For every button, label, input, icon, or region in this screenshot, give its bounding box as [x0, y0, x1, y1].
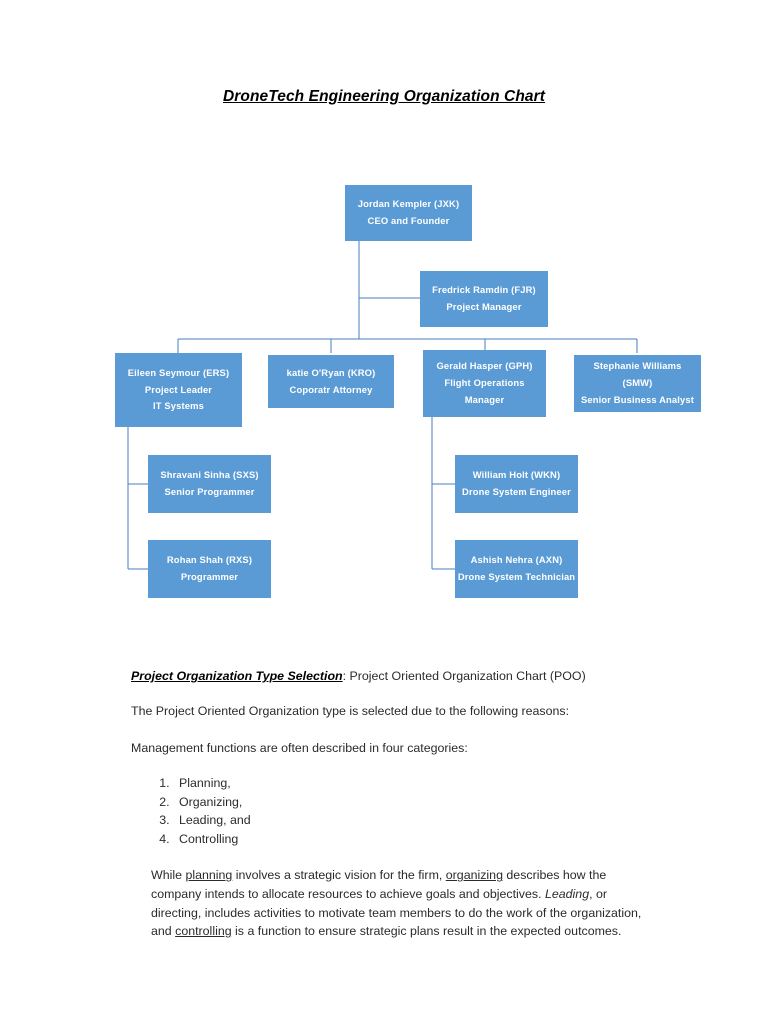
org-node-name: katie O'Ryan (KRO): [286, 366, 376, 378]
org-node-name: Gerald Hasper (GPH): [436, 360, 533, 372]
management-functions-description: While planning involves a strategic visi…: [131, 866, 651, 940]
org-node-name: Ashish Nehra (AXN): [470, 554, 563, 566]
org-node-name: Eileen Seymour (ERS): [127, 366, 230, 378]
org-node-title: Drone System Engineer: [462, 486, 571, 497]
org-node-name: Stephanie Williams: [593, 360, 682, 372]
organizing-term: organizing: [445, 868, 503, 883]
text-segment: While: [151, 868, 186, 883]
org-node-title: Programmer: [180, 571, 239, 582]
org-node-title: Flight Operations: [444, 377, 525, 389]
organization-type-selection-line: Project Organization Type Selection: Pro…: [131, 668, 651, 686]
org-node-business-analyst[interactable]: Stephanie Williams (SMW) Senior Business…: [574, 355, 701, 412]
org-node-name: Shravani Sinha (SXS): [160, 469, 259, 481]
controlling-term: controlling: [175, 924, 232, 939]
list-item: Planning,: [173, 775, 651, 793]
body-content: Project Organization Type Selection: Pro…: [131, 668, 651, 941]
text-segment: describes how the company intends to all…: [151, 868, 607, 901]
org-node-project-manager[interactable]: Fredrick Ramdin (FJR) Project Manager: [420, 271, 548, 327]
org-node-title: Project Manager: [446, 301, 522, 312]
text-segment: is a function to ensure strategic plans …: [231, 924, 622, 939]
management-functions-list: Planning, Organizing, Leading, and Contr…: [131, 775, 651, 848]
text-segment: , or directing, includes activities to m…: [151, 887, 642, 939]
org-node-title: Project Leader: [144, 383, 213, 395]
org-chart: Jordan Kempler (JXK) CEO and Founder Fre…: [115, 185, 701, 598]
list-item: Organizing,: [173, 794, 651, 812]
org-node-programmer[interactable]: Rohan Shah (RXS) Programmer: [148, 540, 271, 598]
org-node-name: Fredrick Ramdin (FJR): [432, 284, 536, 296]
org-node-senior-programmer[interactable]: Shravani Sinha (SXS) Senior Programmer: [148, 455, 271, 513]
org-node-project-leader[interactable]: Eileen Seymour (ERS) Project Leader IT S…: [115, 353, 242, 427]
list-item: Controlling: [173, 831, 651, 849]
text-segment: involves a strategic vision for the firm…: [232, 868, 446, 883]
categories-intro-paragraph: Management functions are often described…: [131, 740, 468, 755]
org-node-title: Senior Programmer: [164, 486, 255, 497]
org-node-attorney[interactable]: katie O'Ryan (KRO) Coporatr Attorney: [268, 355, 394, 408]
org-node-drone-technician[interactable]: Ashish Nehra (AXN) Drone System Technici…: [455, 540, 578, 598]
org-node-drone-engineer[interactable]: William Holt (WKN) Drone System Engineer: [455, 455, 578, 513]
org-node-name: William Holt (WKN): [472, 469, 561, 481]
list-item: Leading, and: [173, 812, 651, 830]
org-node-name: Rohan Shah (RXS): [166, 554, 253, 566]
selection-label: Project Organization Type Selection: [131, 669, 343, 683]
org-chart-connectors: [127, 241, 638, 570]
page-title: DroneTech Engineering Organization Chart: [222, 88, 546, 105]
org-node-subtitle: Manager: [464, 393, 505, 405]
org-node-ceo[interactable]: Jordan Kempler (JXK) CEO and Founder: [345, 185, 472, 241]
org-node-subtitle: IT Systems: [152, 400, 204, 412]
org-node-title: Senior Business Analyst: [580, 393, 695, 405]
org-node-name-suffix: (SMW): [622, 377, 653, 389]
selection-value: : Project Oriented Organization Chart (P…: [342, 669, 586, 683]
org-node-flight-operations[interactable]: Gerald Hasper (GPH) Flight Operations Ma…: [423, 350, 546, 417]
org-node-title: Coporatr Attorney: [289, 383, 373, 395]
org-node-title: Drone System Technician: [457, 571, 576, 582]
leading-term: Leading: [544, 887, 590, 901]
org-node-name: Jordan Kempler (JXK): [357, 198, 460, 210]
reason-intro-paragraph: The Project Oriented Organization type i…: [131, 703, 570, 718]
org-node-title: CEO and Founder: [367, 215, 450, 226]
planning-term: planning: [185, 868, 233, 883]
